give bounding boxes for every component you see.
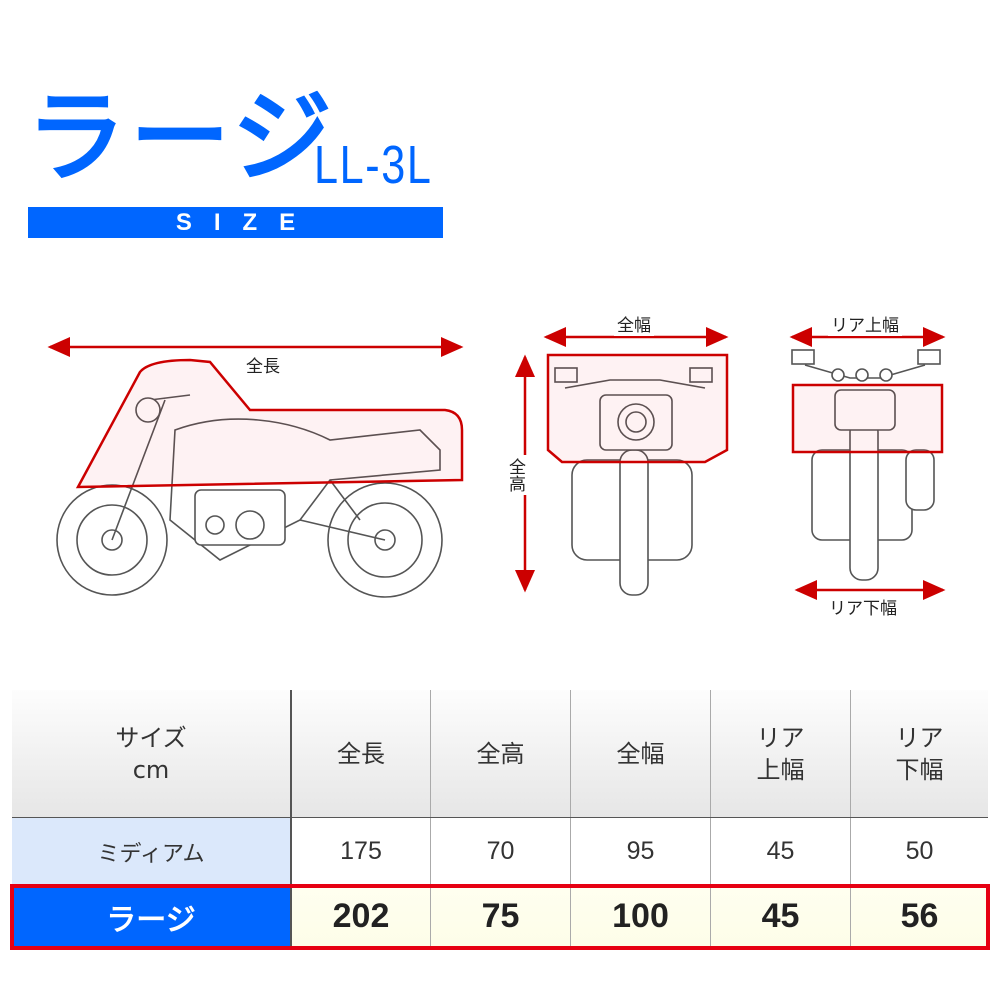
row-medium-width: 95: [570, 818, 710, 885]
rear-top-width-label: リア上幅: [828, 311, 902, 336]
rear-cover-outline: [791, 383, 944, 454]
row-large-width: 100: [570, 885, 710, 948]
row-medium-height: 70: [430, 818, 570, 885]
size-banner: SIZE: [28, 207, 443, 238]
model-number: LL-3L: [314, 135, 433, 195]
rear-view-motorcycle: [791, 349, 941, 581]
product-title: ラージ: [26, 79, 336, 196]
header-height: 全高: [430, 690, 570, 818]
large-row-highlight: [10, 884, 990, 950]
header-rear-bottom-width: リア下幅: [850, 690, 988, 818]
front-view-motorcycle: [554, 367, 713, 596]
side-view-motorcycle: [56, 394, 443, 598]
header-corner: サイズ cm: [12, 690, 290, 818]
row-medium-rear-bottom: 50: [850, 818, 988, 885]
row-medium-rear-top: 45: [710, 818, 850, 885]
length-label: 全長: [243, 352, 283, 377]
row-large-length: 202: [290, 885, 430, 948]
header-rear-top-width: リア上幅: [710, 690, 850, 818]
header-length: 全長: [290, 690, 430, 818]
row-large-name: ラージ: [12, 885, 290, 948]
height-label: 全高: [503, 455, 528, 495]
row-medium-name: ミディアム: [12, 818, 290, 885]
header-width: 全幅: [570, 690, 710, 818]
row-large-rear-bottom: 56: [850, 885, 988, 948]
row-medium-length: 175: [290, 818, 430, 885]
size-table: サイズ cm 全長 全高 全幅 リア上幅 リア下幅 ミディアム 175 70 9…: [10, 690, 990, 950]
side-cover-outline: [75, 358, 464, 489]
rear-bottom-width-label: リア下幅: [826, 594, 900, 619]
row-large-rear-top: 45: [710, 885, 850, 948]
width-label: 全幅: [614, 311, 654, 336]
row-large-height: 75: [430, 885, 570, 948]
header-size-label: サイズ: [115, 723, 187, 752]
header-unit-label: cm: [132, 756, 170, 784]
dimension-diagram: [47, 327, 946, 600]
front-cover-outline: [546, 353, 729, 464]
